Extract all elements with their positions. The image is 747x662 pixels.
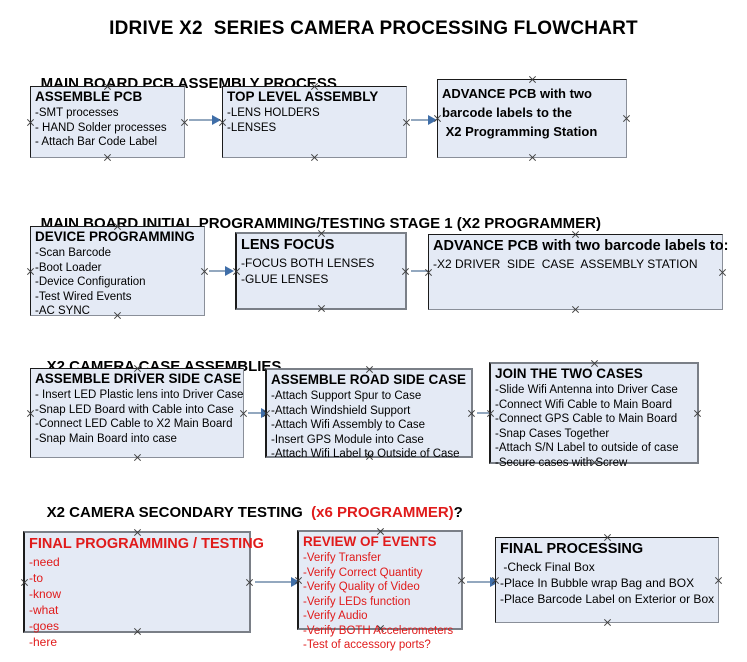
resize-handle-left[interactable] [26,118,35,127]
box-line: -Scan Barcode [35,247,112,259]
connector-arrow [255,577,300,587]
connector-arrow [189,115,221,125]
box-line: -LENS HOLDERS [227,107,320,119]
resize-handle-left[interactable] [262,409,271,418]
box-line: -X2 DRIVER SIDE CASE ASSEMBLY STATION [433,257,698,271]
box-line: -Verify Quality of Video [303,581,420,593]
box-final-programming-testing[interactable]: FINAL PROGRAMMING / TESTING -need -to -k… [20,531,264,649]
box-line-overflow: -Test of accessory ports? [303,639,431,651]
box-title: ASSEMBLE PCB [35,89,143,104]
box-line: -GLUE LENSES [241,272,329,286]
box-line: -Secure cases with Screw [495,456,628,469]
box-line: -Verify BOTH Accelerometers [303,624,454,637]
box-line: -Place In Bubble wrap Bag and BOX [500,576,695,590]
box-title: ASSEMBLE DRIVER SIDE CASE [35,371,242,386]
box-line: -Connect GPS Cable to Main Board [495,413,678,425]
box-line: -to [29,571,44,585]
box-line: X2 Programming Station [442,124,598,139]
box-line: -what [29,603,59,617]
box-line: -Place Barcode Label on Exterior or Box [500,592,715,606]
box-title: LENS FOCUS [241,237,335,253]
box-line: -Test Wired Events [35,290,132,303]
resize-handle-bottom[interactable] [528,153,537,162]
resize-handle-left[interactable] [486,409,495,418]
resize-handle-left[interactable] [232,267,241,276]
box-title: JOIN THE TWO CASES [495,366,643,381]
resize-handle-bottom[interactable] [317,304,326,313]
resize-handle-bottom[interactable] [310,153,319,162]
box-line: -Boot Loader [35,261,102,274]
box-device-programming[interactable]: DEVICE PROGRAMMING -Scan Barcode -Boot L… [30,226,205,317]
resize-handle-left[interactable] [26,409,35,418]
box-line: -Snap LED Board with Cable into Case [35,403,234,416]
box-line: -FOCUS BOTH LENSES [241,256,375,270]
resize-handle-left[interactable] [26,267,35,276]
box-line: -Connect Wifi Cable to Main Board [495,398,673,411]
resize-handle-left[interactable] [20,578,29,587]
box-line: -Attach S/N Label to outside of case [495,442,679,454]
box-line: - Attach Bar Code Label [35,136,158,148]
box-line: -Connect LED Cable to X2 Main Board [35,418,233,430]
box-final-processing[interactable]: FINAL PROCESSING -Check Final Box -Place… [495,537,719,623]
box-title: REVIEW OF EVENTS [303,534,437,549]
box-line: -AC SYNC [35,305,90,317]
resize-handle-bottom[interactable] [571,305,580,314]
box-title: DEVICE PROGRAMMING [35,229,195,244]
box-advance-pcb-to-programming-station[interactable]: ADVANCE PCB with two barcode labels to t… [437,79,627,158]
box-title: FINAL PROGRAMMING / TESTING [29,536,264,552]
box-join-the-two-cases[interactable]: JOIN THE TWO CASES -Slide Wifi Antenna i… [486,362,699,469]
box-title: ADVANCE PCB with two barcode labels to: [433,238,729,254]
box-line: -Attach Support Spur to Case [271,390,422,402]
resize-handle-left[interactable] [218,118,227,127]
connector-arrow [411,115,437,125]
resize-handle-bottom[interactable] [103,153,112,162]
box-line: -need [29,555,60,569]
box-title: ASSEMBLE ROAD SIDE CASE [271,372,467,387]
box-title: FINAL PROCESSING [500,541,644,557]
box-title: TOP LEVEL ASSEMBLY [227,89,379,104]
box-line: -Check Final Box [500,560,595,574]
box-review-of-events[interactable]: REVIEW OF EVENTS -Verify Transfer -Verif… [294,530,463,651]
box-line: -Device Configuration [35,276,146,288]
box-assemble-pcb[interactable]: ASSEMBLE PCB -SMT processes - HAND Solde… [30,86,185,158]
connector-arrow [209,266,234,276]
box-assemble-road-side-case[interactable]: ASSEMBLE ROAD SIDE CASE -Attach Support … [262,368,473,460]
resize-handle-bottom[interactable] [133,453,142,462]
resize-handle-left[interactable] [424,268,433,277]
resize-handle-left[interactable] [294,576,303,585]
box-line: - Insert LED Plastic lens into Driver Ca… [35,389,244,401]
section-heading-4-suffix: ? [453,504,463,521]
box-lens-focus[interactable]: LENS FOCUS -FOCUS BOTH LENSES -GLUE LENS… [235,232,407,310]
box-line: -Slide Wifi Antenna into Driver Case [495,384,678,396]
resize-handle-bottom[interactable] [603,618,612,627]
box-line: -know [29,587,62,601]
box-line: -LENSES [227,121,277,134]
box-line: -here [29,635,58,649]
resize-handle-left[interactable] [433,114,442,123]
box-line: -SMT processes [35,107,119,119]
box-line: ADVANCE PCB with two [442,86,592,101]
section-heading-4: X2 CAMERA SECONDARY TESTING (x6 PROGRAMM… [30,487,463,538]
page-title: IDRIVE X2 SERIES CAMERA PROCESSING FLOWC… [109,18,638,39]
box-line: -Attach Wifi Assembly to Case [271,419,426,431]
box-line: -goes [29,619,60,633]
box-line: -Insert GPS Module into Case [271,433,424,446]
resize-handle-top[interactable] [528,75,537,84]
box-top-level-assembly[interactable]: TOP LEVEL ASSEMBLY -LENS HOLDERS -LENSES [222,86,407,158]
box-line: -Verify Correct Quantity [303,566,423,579]
box-advance-pcb-to-case-assembly[interactable]: ADVANCE PCB with two barcode labels to: … [428,234,729,310]
box-line: -Attach Windshield Support [271,404,411,417]
box-line: -Attach Wifi Label to Outside of Case [271,448,460,460]
section-heading-4-accent: (x6 PROGRAMMER) [311,504,454,521]
resize-handle-left[interactable] [491,576,500,585]
box-assemble-driver-side-case[interactable]: ASSEMBLE DRIVER SIDE CASE - Insert LED P… [30,368,244,458]
section-heading-4-text: X2 CAMERA SECONDARY TESTING [46,504,312,521]
box-line: -Snap Cases Together [495,427,610,440]
box-line: -Verify LEDs function [303,595,411,608]
box-line: barcode labels to the [442,105,573,120]
box-line: - HAND Solder processes [35,121,167,134]
box-line: -Verify Transfer [303,552,381,564]
box-line: -Snap Main Board into case [35,432,177,445]
box-line: -Verify Audio [303,610,368,622]
